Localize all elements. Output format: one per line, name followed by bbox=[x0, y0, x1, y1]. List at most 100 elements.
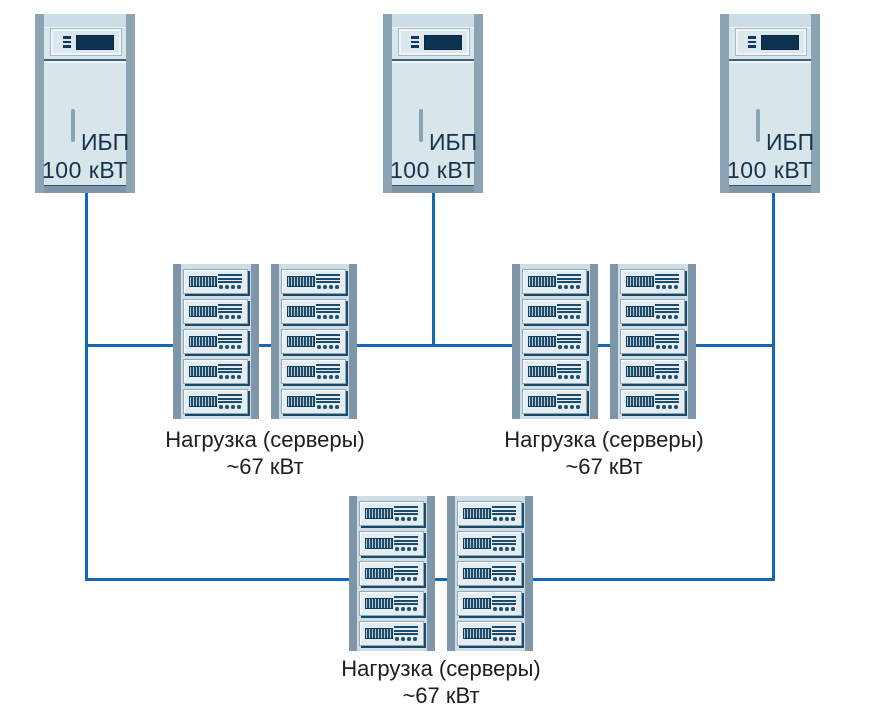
server-vent-grille-icon bbox=[626, 396, 654, 407]
server-slot-lines-icon bbox=[655, 304, 679, 314]
server-slot-lines-icon bbox=[394, 506, 418, 516]
server-unit bbox=[620, 329, 685, 354]
ups-power-label: 100 кВТ bbox=[727, 157, 814, 183]
server-vent-grille-icon bbox=[626, 336, 654, 347]
connector-ups3-drop bbox=[772, 192, 775, 581]
server-unit bbox=[522, 269, 587, 294]
server-slot-lines-icon bbox=[557, 364, 581, 374]
server-unit bbox=[183, 389, 248, 414]
server-unit bbox=[359, 561, 424, 586]
server-front-details bbox=[492, 506, 516, 521]
server-led-dots-icon bbox=[395, 607, 417, 611]
server-front-details bbox=[557, 394, 581, 409]
server-led-dots-icon bbox=[395, 517, 417, 521]
server-vent-grille-icon bbox=[365, 538, 393, 549]
server-slot-lines-icon bbox=[557, 304, 581, 314]
server-unit bbox=[183, 359, 248, 384]
ups-name-label: ИБП bbox=[766, 129, 815, 155]
server-vent-grille-icon bbox=[463, 598, 491, 609]
load-group-label-3: Нагрузка (серверы) ~67 кВт bbox=[291, 655, 591, 709]
server-unit bbox=[281, 269, 346, 294]
server-vent-grille-icon bbox=[287, 276, 315, 287]
server-slot-lines-icon bbox=[218, 334, 242, 344]
rack-column bbox=[279, 264, 349, 419]
server-led-dots-icon bbox=[395, 547, 417, 551]
server-vent-grille-icon bbox=[189, 396, 217, 407]
server-led-dots-icon bbox=[493, 547, 515, 551]
server-slot-lines-icon bbox=[492, 626, 516, 636]
server-led-dots-icon bbox=[656, 345, 678, 349]
ups-panel-divider bbox=[729, 59, 811, 61]
server-unit bbox=[620, 299, 685, 324]
server-led-dots-icon bbox=[558, 375, 580, 379]
ups-display-screen bbox=[76, 34, 114, 50]
server-front-details bbox=[557, 304, 581, 319]
server-led-dots-icon bbox=[317, 375, 339, 379]
server-front-details bbox=[655, 364, 679, 379]
server-led-dots-icon bbox=[493, 517, 515, 521]
load-name-label: Нагрузка (серверы) bbox=[504, 427, 704, 452]
ups-right-rail bbox=[126, 14, 135, 193]
ups-cabinet-1: ИБП 100 кВТ bbox=[35, 14, 135, 193]
menu-bars-icon bbox=[411, 36, 419, 48]
server-vent-grille-icon bbox=[189, 276, 217, 287]
server-front-details bbox=[316, 364, 340, 379]
connector-upper-bus bbox=[85, 344, 775, 347]
server-rack-group-3 bbox=[349, 496, 533, 651]
server-front-details bbox=[316, 274, 340, 289]
server-vent-grille-icon bbox=[528, 336, 556, 347]
server-led-dots-icon bbox=[656, 375, 678, 379]
ups-panel-divider bbox=[44, 59, 126, 61]
server-vent-grille-icon bbox=[365, 508, 393, 519]
server-vent-grille-icon bbox=[287, 396, 315, 407]
server-vent-grille-icon bbox=[528, 306, 556, 317]
server-vent-grille-icon bbox=[463, 508, 491, 519]
server-slot-lines-icon bbox=[655, 334, 679, 344]
server-vent-grille-icon bbox=[463, 568, 491, 579]
server-rack bbox=[271, 264, 357, 419]
server-unit bbox=[457, 531, 522, 556]
server-slot-lines-icon bbox=[655, 364, 679, 374]
server-slot-lines-icon bbox=[557, 334, 581, 344]
server-slot-lines-icon bbox=[655, 274, 679, 284]
ups-panel-divider-light bbox=[729, 61, 811, 63]
server-front-details bbox=[557, 364, 581, 379]
server-unit bbox=[457, 621, 522, 646]
server-unit bbox=[281, 329, 346, 354]
server-unit bbox=[620, 359, 685, 384]
server-led-dots-icon bbox=[493, 637, 515, 641]
server-vent-grille-icon bbox=[287, 336, 315, 347]
ups-control-panel bbox=[736, 29, 806, 55]
server-front-details bbox=[394, 596, 418, 611]
ups-bottom-strip bbox=[392, 185, 474, 193]
ups-power-label: 100 кВТ bbox=[390, 157, 477, 183]
ups-top-strip bbox=[729, 14, 811, 28]
ups-bottom-strip bbox=[729, 185, 811, 193]
ups-panel-divider-light bbox=[392, 61, 474, 63]
ups-name-label: ИБП bbox=[81, 129, 130, 155]
rack-column bbox=[357, 496, 427, 651]
server-slot-lines-icon bbox=[492, 596, 516, 606]
server-led-dots-icon bbox=[219, 285, 241, 289]
server-unit bbox=[281, 389, 346, 414]
ups-label: ИБП 100 кВТ bbox=[383, 128, 483, 184]
server-unit bbox=[522, 389, 587, 414]
server-unit bbox=[281, 359, 346, 384]
ups-display-screen bbox=[761, 34, 799, 50]
ups-top-strip bbox=[392, 14, 474, 28]
server-slot-lines-icon bbox=[316, 364, 340, 374]
ups-left-rail bbox=[35, 14, 44, 193]
server-vent-grille-icon bbox=[365, 568, 393, 579]
server-led-dots-icon bbox=[317, 405, 339, 409]
ups-door-handle-icon bbox=[756, 109, 760, 142]
server-rack-group-1 bbox=[173, 264, 357, 419]
rack-column bbox=[455, 496, 525, 651]
ups-label: ИБП 100 кВТ bbox=[35, 128, 135, 184]
server-vent-grille-icon bbox=[189, 306, 217, 317]
server-front-details bbox=[394, 566, 418, 581]
server-vent-grille-icon bbox=[528, 366, 556, 377]
server-led-dots-icon bbox=[317, 285, 339, 289]
server-rack bbox=[512, 264, 598, 419]
ups-door-handle-icon bbox=[419, 109, 423, 142]
server-slot-lines-icon bbox=[218, 394, 242, 404]
